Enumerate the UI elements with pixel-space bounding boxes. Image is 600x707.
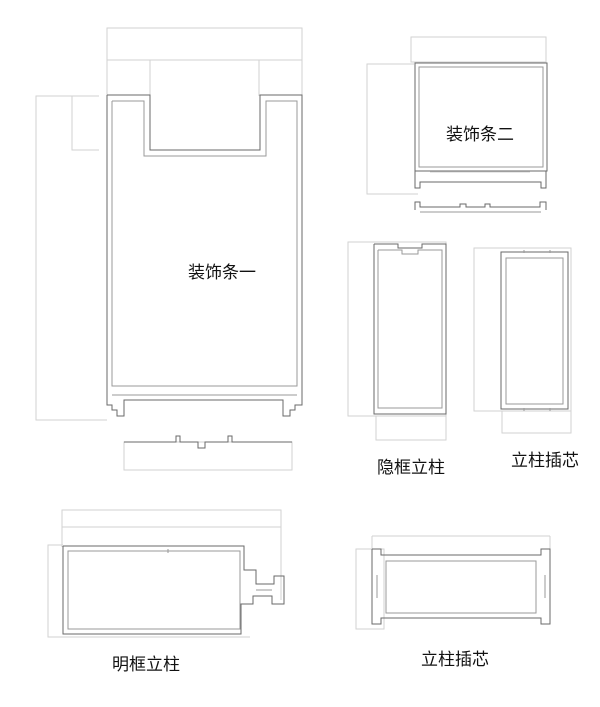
hidden-frame-mullion-label: 隐框立柱 [377,458,445,478]
exposed-frame-mullion-label: 明框立柱 [112,655,180,675]
mullion-insert-1-drawing [473,247,572,434]
mullion-insert-1-label: 立柱插芯 [511,451,579,471]
trim-strip-1-label: 装饰条一 [188,263,256,283]
hidden-frame-mullion-drawing [347,241,447,441]
trim-strip-2-label: 装饰条二 [446,125,514,145]
exposed-frame-mullion-drawing [47,509,285,638]
mullion-insert-2-label: 立柱插芯 [421,650,489,670]
trim-strip-2-drawing [366,36,548,213]
trim-strip-1-drawing [35,27,303,471]
mullion-insert-2-drawing [355,535,551,630]
